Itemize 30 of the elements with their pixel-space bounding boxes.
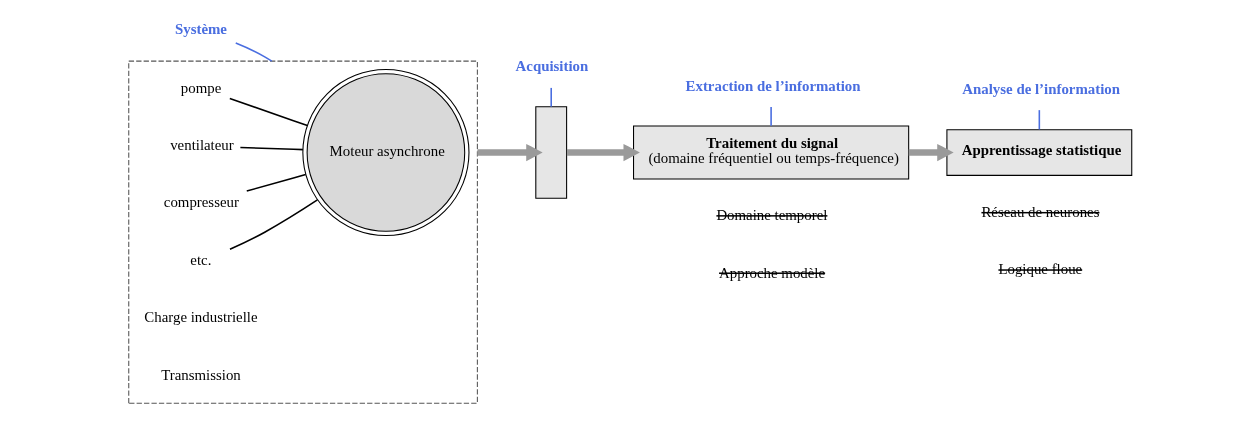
node-text: ventilateur <box>170 137 234 154</box>
cluster <box>128 60 478 404</box>
connector <box>550 87 552 108</box>
node-label: Logique floue <box>998 261 1083 278</box>
node-text: Extraction de l’information <box>685 77 861 94</box>
node-circle: Moteur asynchrone <box>302 68 470 237</box>
arrow <box>566 143 640 162</box>
arrow <box>908 143 954 162</box>
node-box: Traitement du signal (domaine fréquentiel ou temps-fréquence) <box>633 125 910 180</box>
node-text: pompe <box>180 79 222 96</box>
node-box: Apprentissage statistique <box>946 129 1133 176</box>
connector <box>229 97 309 127</box>
node-text: Système <box>174 21 227 38</box>
node-text: etc. <box>190 251 212 268</box>
node-label: Réseau de neurones <box>981 203 1100 220</box>
connector <box>1038 109 1041 131</box>
arrow <box>477 143 543 162</box>
connector <box>234 42 273 62</box>
node-text: Acquisition <box>515 58 589 75</box>
node-box <box>535 106 568 199</box>
node-label: Approche modèle <box>719 264 826 281</box>
label: Transmission <box>161 366 241 383</box>
label: Charge industrielle <box>144 309 258 326</box>
node-text: compresseur <box>163 194 239 211</box>
connector <box>229 199 319 250</box>
node-text: Analyse de l’information <box>962 80 1120 97</box>
connector <box>770 106 772 127</box>
connector <box>245 173 307 192</box>
node-label: Domaine temporel <box>716 207 828 224</box>
connector <box>239 146 304 151</box>
